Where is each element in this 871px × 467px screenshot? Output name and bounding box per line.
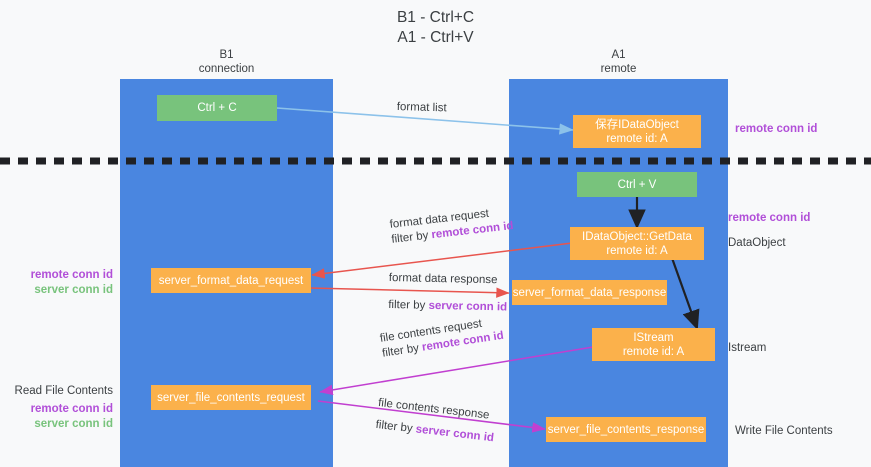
node-istream[interactable]: IStream remote id: A: [592, 328, 715, 361]
edge-label-format-data-response: format data response filter by server co…: [388, 271, 508, 315]
lane-header-a1: A1 remote: [509, 48, 728, 76]
edge-format-data-response: [309, 287, 510, 298]
node-save-idataobject-line-1: 保存IDataObject: [595, 118, 679, 131]
annotation-write-file-contents-text: Write File Contents: [735, 425, 833, 437]
edge-file-contents-request: [319, 346, 594, 396]
edge-label-fcres-filter-prefix: filter by: [375, 418, 417, 436]
annotation-left-remote-conn-id-mid: remote conn id: [30, 269, 113, 281]
page-title-line-1: B1 - Ctrl+C: [396, 9, 475, 26]
node-server-file-contents-response[interactable]: server_file_contents_response: [546, 417, 706, 442]
node-ctrl-v[interactable]: Ctrl + V: [577, 172, 697, 197]
node-idataobject-getdata-line-1: IDataObject::GetData: [582, 230, 692, 243]
edge-label-fdr-filter-prefix: filter by: [390, 229, 433, 246]
node-server-file-contents-request-label: server_file_contents_request: [157, 391, 305, 404]
node-istream-line-2: remote id: A: [622, 345, 685, 358]
edge-label-format-list: format list: [397, 100, 447, 116]
annotation-left-server-conn-id-mid: server conn id: [34, 284, 113, 296]
edge-label-fdres-filter-key: server conn id: [428, 299, 508, 314]
annotation-remote-conn-id-top-text: remote conn id: [735, 123, 818, 135]
node-server-format-data-response[interactable]: server_format_data_response: [512, 280, 667, 305]
lane-header-b1-sub: connection: [198, 63, 255, 75]
edge-file-contents-response: [317, 400, 546, 433]
node-ctrl-c[interactable]: Ctrl + C: [157, 95, 277, 121]
annotation-read-file-contents: Read File Contents: [0, 384, 113, 399]
node-ctrl-c-label: Ctrl + C: [197, 102, 237, 114]
node-save-idataobject-line-2: remote id: A: [606, 132, 668, 145]
annotation-left-conn-ids-mid: remote conn id server conn id: [0, 268, 113, 298]
node-save-idataobject[interactable]: 保存IDataObject remote id: A: [573, 115, 701, 148]
edge-label-format-data-response-line-1: format data response: [388, 271, 498, 287]
annotation-write-file-contents: Write File Contents: [735, 424, 833, 439]
node-ctrl-v-label: Ctrl + V: [617, 178, 657, 191]
node-idataobject-getdata-line-2: remote id: A: [606, 244, 668, 257]
node-server-file-contents-request[interactable]: server_file_contents_request: [151, 385, 311, 410]
edge-label-format-data-response-line-2: filter by server conn id: [388, 298, 507, 315]
annotation-istream: Istream: [728, 341, 766, 356]
node-istream-line-1: IStream: [633, 331, 674, 344]
annotation-remote-conn-id-mid-text: remote conn id: [728, 212, 811, 224]
edge-format-list: [276, 107, 574, 135]
annotation-left-server-conn-id-bot: server conn id: [34, 418, 113, 430]
annotation-dataobject-text: DataObject: [728, 237, 786, 249]
page-title-line-2: A1 - Ctrl+V: [397, 29, 474, 46]
annotation-dataobject: DataObject: [728, 236, 786, 251]
page-title: B1 - Ctrl+C A1 - Ctrl+V: [0, 8, 871, 48]
node-server-format-data-request-label: server_format_data_request: [158, 274, 304, 287]
edge-getdata-to-istream: [670, 257, 700, 331]
node-idataobject-getdata[interactable]: IDataObject::GetData remote id: A: [570, 227, 704, 260]
lane-header-a1-sub: remote: [600, 63, 637, 75]
edge-label-format-list-text: format list: [396, 100, 447, 115]
node-server-format-data-request[interactable]: server_format_data_request: [151, 268, 311, 293]
edge-format-data-request: [311, 242, 573, 279]
annotation-left-remote-conn-id-bot: remote conn id: [30, 403, 113, 415]
annotation-istream-text: Istream: [728, 342, 767, 354]
annotation-remote-conn-id-mid: remote conn id: [728, 211, 810, 226]
lane-header-a1-name: A1: [611, 49, 626, 61]
node-server-file-contents-response-label: server_file_contents_response: [547, 423, 705, 436]
lane-header-b1-name: B1: [219, 49, 234, 61]
edge-label-fdres-filter-prefix: filter by: [388, 298, 429, 312]
node-server-format-data-response-label: server_format_data_response: [512, 286, 667, 299]
annotation-left-conn-ids-bot: remote conn id server conn id: [0, 402, 113, 432]
annotation-remote-conn-id-top: remote conn id: [735, 122, 817, 137]
annotation-read-file-contents-text: Read File Contents: [14, 385, 113, 397]
lane-header-b1: B1 connection: [120, 48, 333, 76]
